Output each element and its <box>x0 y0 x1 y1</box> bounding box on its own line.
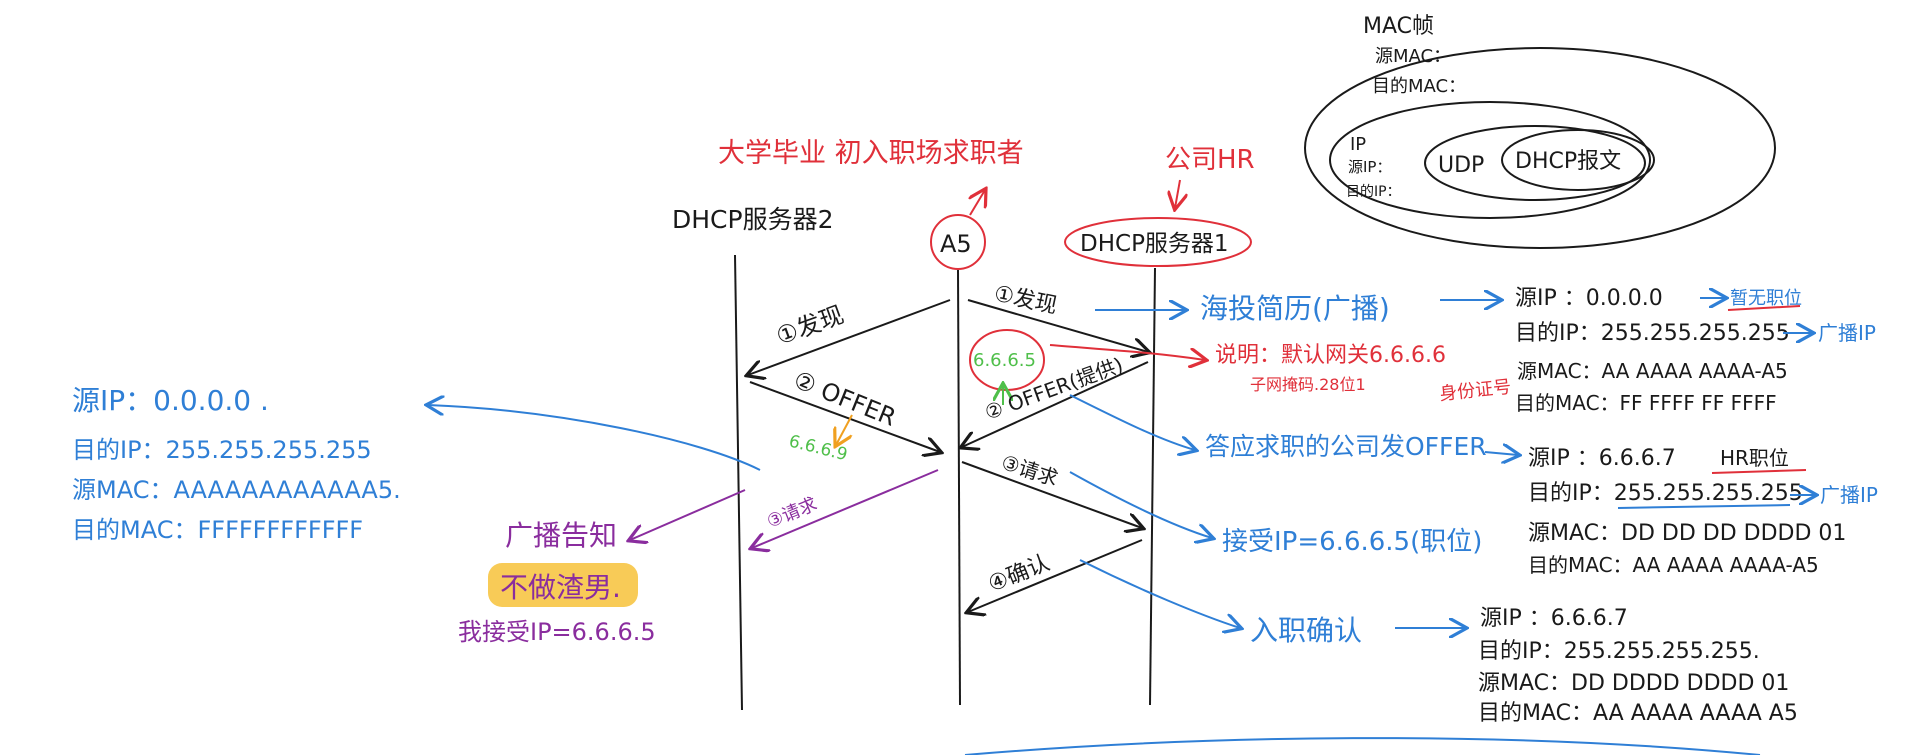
server1-label: DHCP服务器1 <box>1080 231 1229 257</box>
right-request-label: ③请求 <box>998 450 1061 491</box>
mac-frame-ellipse <box>1304 47 1776 249</box>
hr-label: 公司HR <box>1165 145 1255 175</box>
offer-to-packet2-arrow <box>1484 452 1518 455</box>
mac-frame-diagram: MAC帧 源MAC： 目的MAC： IP 源IP： 目的IP： UDP DHCP… <box>1304 14 1776 249</box>
left-info-arrow <box>428 405 761 471</box>
confirm-note: 入职确认 <box>1250 614 1362 647</box>
left-discover-arrow <box>748 299 951 375</box>
packet1-underline <box>1727 305 1801 311</box>
highlight-mark <box>488 563 638 607</box>
mac-frame-title: MAC帧 <box>1363 14 1434 39</box>
ip-packet-label: IP <box>1350 134 1366 155</box>
left-offer-ip-arrow <box>836 414 853 445</box>
dhcp-msg-ellipse <box>1501 129 1655 191</box>
packet3-dst-ip: 目的IP：255.255.255.255. <box>1478 639 1760 664</box>
ip-packet-dst-ip: 目的IP： <box>1346 184 1401 200</box>
client-label: A5 <box>940 230 972 258</box>
client-lifeline <box>957 269 961 706</box>
right-offer-arrow <box>962 361 1149 447</box>
packet2-dst-mac: 目的MAC：AA AAAA AAAA-A5 <box>1528 553 1819 577</box>
broadcast-line1: 广播告知 <box>505 519 617 552</box>
udp-label: UDP <box>1438 153 1484 178</box>
explain-note: 说明：默认网关6.6.6.6 <box>1215 343 1446 368</box>
packet2-src-ip: 源IP ：6.6.6.7 <box>1528 446 1676 471</box>
packet1-dst-ip-note: 广播IP <box>1818 321 1876 345</box>
left-info-dst-mac: 目的MAC：FFFFFFFFFFFF <box>72 516 363 544</box>
confirm-arrow <box>1079 559 1240 628</box>
broadcast-line3: 我接受IP=6.6.6.5 <box>458 618 656 646</box>
ip-packet-ellipse <box>1329 101 1651 219</box>
packet2-src-mac: 源MAC：DD DD DD DDDD 01 <box>1528 521 1846 546</box>
packet1-src-ip-note: 暂无职位 <box>1730 288 1802 309</box>
packet2-dst-underline <box>1617 504 1791 509</box>
ip-packet-src-ip: 源IP： <box>1348 158 1391 176</box>
packet2-dst-ip-note: 广播IP <box>1820 483 1878 507</box>
packet3-dst-mac: 目的MAC：AA AAAA AAAA A5 <box>1478 701 1798 726</box>
packet2-dst-ip: 目的IP：255.255.255.255 <box>1528 481 1803 506</box>
broadcast-line2: 不做渣男. <box>500 571 621 604</box>
bottom-blue-curve <box>964 737 1761 755</box>
packet2-src-ip-note: HR职位 <box>1720 446 1789 470</box>
right-offer-ip: 6.6.6.5 <box>973 350 1036 371</box>
packet1-dst-ip: 目的IP：255.255.255.255 <box>1515 321 1790 346</box>
left-info-src-mac: 源MAC：AAAAAAAAAAAA5. <box>72 476 401 504</box>
accept-note: 接受IP=6.6.6.5(职位) <box>1222 527 1482 557</box>
left-info-dst-ip: 目的IP：255.255.255.255 <box>72 436 372 464</box>
dhcp-msg-label: DHCP报文 <box>1515 149 1621 174</box>
left-request-label: ③请求 <box>764 494 820 533</box>
server1-ellipse <box>1064 217 1252 267</box>
broadcast-arrow <box>630 489 746 540</box>
right-request-arrow <box>961 461 1142 528</box>
client-ellipse <box>930 214 986 270</box>
packet2-underline <box>1711 469 1807 474</box>
identity-note: 身份证号 <box>1438 377 1512 405</box>
right-discover-label: ①发现 <box>992 281 1060 319</box>
hr-to-server1-arrow <box>1175 179 1180 208</box>
right-discover-arrow <box>967 299 1148 352</box>
seeker-to-a5-arrow <box>970 190 985 216</box>
left-offer-arrow <box>749 381 940 452</box>
job-seeker-title: 大学毕业 初入职场求职者 <box>718 138 1024 169</box>
explain-arrow <box>1049 344 1205 360</box>
packet1-src-ip: 源IP ：0.0.0.0 <box>1515 286 1663 311</box>
packet3-src-mac: 源MAC：DD DDDD DDDD 01 <box>1478 671 1789 696</box>
udp-ellipse <box>1424 125 1646 201</box>
mac-frame-src-mac: 源MAC： <box>1375 46 1451 67</box>
packet1-dst-mac: 目的MAC：FF FFFF FF FFFF <box>1515 391 1777 415</box>
left-info-src-ip: 源IP：0.0.0.0 . <box>72 384 269 417</box>
server1-lifeline <box>1149 267 1156 706</box>
offer-company-arrow <box>1069 394 1195 450</box>
packet1-src-mac: 源MAC：AA AAAA AAAA-A5 <box>1517 359 1788 383</box>
packet3-src-ip: 源IP ：6.6.6.7 <box>1480 606 1628 631</box>
server2-label: DHCP服务器2 <box>672 205 834 234</box>
left-request-arrow <box>752 469 939 548</box>
left-offer-label: ② OFFER <box>790 366 900 432</box>
mask-note: 子网掩码.28位1 <box>1250 375 1366 394</box>
accept-arrow <box>1069 471 1212 538</box>
server2-lifeline <box>734 254 743 711</box>
right-ack-arrow <box>968 539 1143 612</box>
resume-note: 海投简历(广播) <box>1200 292 1390 325</box>
mac-frame-dst-mac: 目的MAC： <box>1372 76 1466 97</box>
offer-company-note: 答应求职的公司发OFFER <box>1205 432 1487 461</box>
